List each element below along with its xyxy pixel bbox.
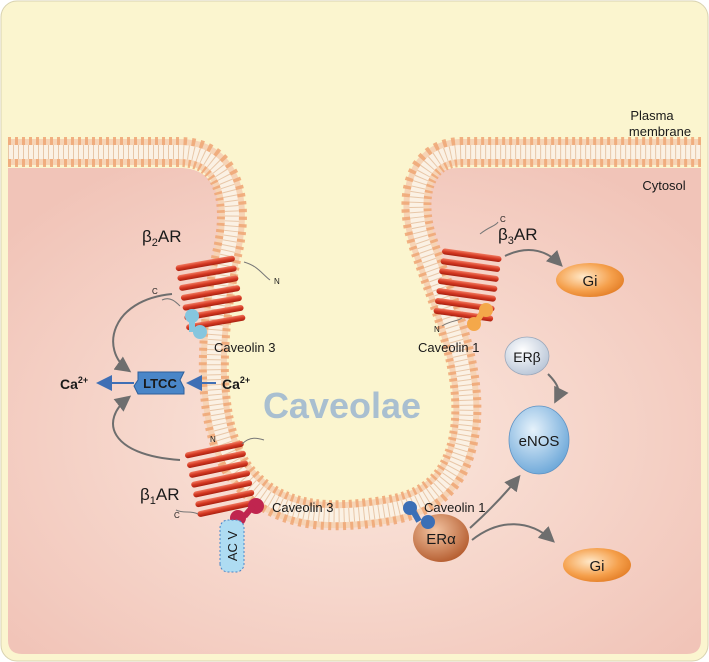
b2ar-n-terminus: N bbox=[274, 277, 280, 286]
enos: eNOS bbox=[508, 405, 570, 475]
caveolin-3-top-label: Caveolin 3 bbox=[214, 340, 275, 355]
b2ar-label: β2AR bbox=[142, 227, 182, 249]
l-type-calcium-channel: LTCC bbox=[133, 371, 185, 395]
ltcc-label: LTCC bbox=[143, 376, 177, 391]
b3ar-label: β3AR bbox=[498, 225, 538, 247]
b3ar-c-terminus: C bbox=[500, 215, 506, 224]
gi-protein-top: Gi bbox=[556, 263, 624, 297]
plasma-membrane bbox=[8, 137, 701, 531]
caveolin-3-top bbox=[185, 309, 207, 339]
plasma-membrane-label-line1: Plasma bbox=[630, 108, 674, 123]
arrow-era-to-enos bbox=[469, 474, 521, 529]
gi-top-label: Gi bbox=[583, 273, 598, 290]
gi-bottom-label: Gi bbox=[590, 558, 605, 575]
cytosol-label: Cytosol bbox=[642, 178, 685, 193]
enos-label: eNOS bbox=[519, 433, 560, 450]
ca-left-label: Ca2+ bbox=[60, 375, 88, 392]
caveolin-3-bottom-label: Caveolin 3 bbox=[272, 500, 333, 515]
b1ar-label: β1AR bbox=[140, 485, 180, 507]
caveolae-label: Caveolae bbox=[263, 385, 421, 426]
gi-protein-bottom: Gi bbox=[563, 548, 631, 582]
caveolin-1-top-label: Caveolin 1 bbox=[418, 340, 479, 355]
b1ar-n-terminus: N bbox=[210, 435, 216, 444]
er-beta: ERβ bbox=[504, 336, 550, 376]
arrow-b2ar-to-ltcc bbox=[112, 293, 173, 373]
caveolin-1-bottom-label: Caveolin 1 bbox=[424, 500, 485, 515]
b2ar-c-terminus: C bbox=[152, 287, 158, 296]
arrow-b1ar-to-ltcc bbox=[112, 395, 181, 461]
beta1-adrenergic-receptor bbox=[175, 437, 265, 517]
erb-label: ERβ bbox=[513, 349, 541, 365]
arrow-era-to-gi bbox=[471, 523, 555, 543]
b3ar-n-terminus: N bbox=[434, 325, 440, 334]
caveolin-1-top bbox=[467, 303, 493, 331]
acv-label: AC V bbox=[225, 531, 240, 562]
caveolin-1-bottom bbox=[403, 501, 435, 529]
arrow-erb-to-enos bbox=[547, 373, 569, 404]
arrow-b3ar-to-gi bbox=[504, 249, 563, 267]
ca-right-label: Ca2+ bbox=[222, 375, 250, 392]
adenylyl-cyclase-v: AC V bbox=[219, 519, 245, 573]
b1ar-c-terminus: C bbox=[174, 511, 180, 520]
era-label: ERα bbox=[426, 531, 456, 548]
plasma-membrane-label-line2: membrane bbox=[629, 124, 691, 139]
